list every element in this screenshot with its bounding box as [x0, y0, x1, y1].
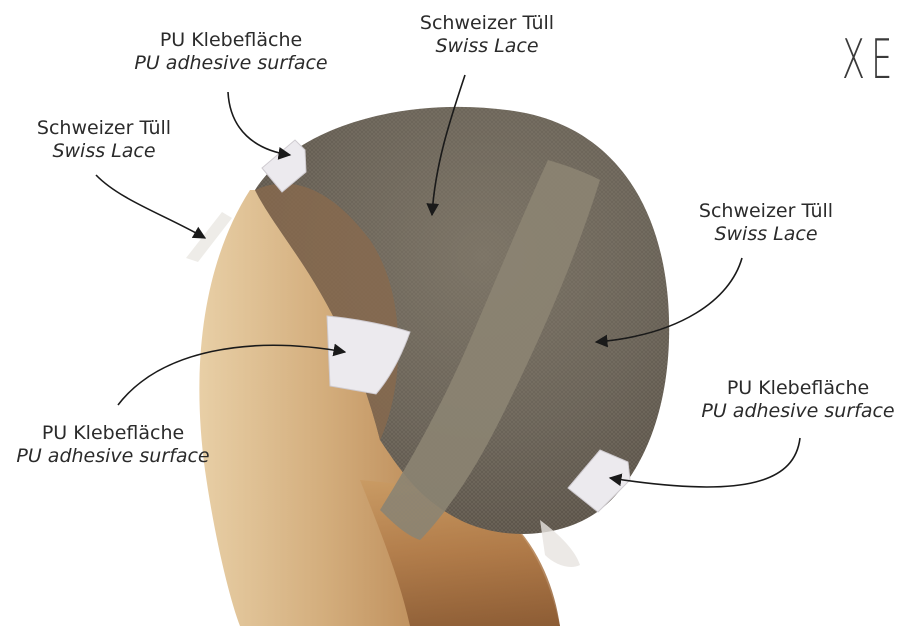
- annotation-lace-left: Schweizer Tüll Swiss Lace: [14, 117, 194, 163]
- annotation-en: PU adhesive surface: [696, 400, 900, 423]
- annotation-en: PU adhesive surface: [8, 445, 218, 468]
- annotation-de: Schweizer Tüll: [392, 12, 582, 35]
- annotation-en: Swiss Lace: [676, 223, 856, 246]
- annotation-de: PU Klebefläche: [131, 29, 331, 52]
- annotation-pu-top: PU Klebefläche PU adhesive surface: [131, 29, 331, 75]
- annotation-de: Schweizer Tüll: [14, 117, 194, 140]
- annotation-en: Swiss Lace: [392, 35, 582, 58]
- annotation-pu-left: PU Klebefläche PU adhesive surface: [8, 422, 218, 468]
- annotation-lace-right: Schweizer Tüll Swiss Lace: [676, 200, 856, 246]
- brand-logo: XEN: [842, 28, 900, 91]
- annotation-de: PU Klebefläche: [696, 377, 900, 400]
- annotation-pu-right: PU Klebefläche PU adhesive surface: [696, 377, 900, 423]
- arrow-pu-top: [228, 92, 290, 155]
- annotation-en: Swiss Lace: [14, 140, 194, 163]
- annotation-de: Schweizer Tüll: [676, 200, 856, 223]
- annotation-lace-top: Schweizer Tüll Swiss Lace: [392, 12, 582, 58]
- annotation-de: PU Klebefläche: [8, 422, 218, 445]
- annotation-en: PU adhesive surface: [131, 52, 331, 75]
- arrow-lace-left: [96, 175, 205, 238]
